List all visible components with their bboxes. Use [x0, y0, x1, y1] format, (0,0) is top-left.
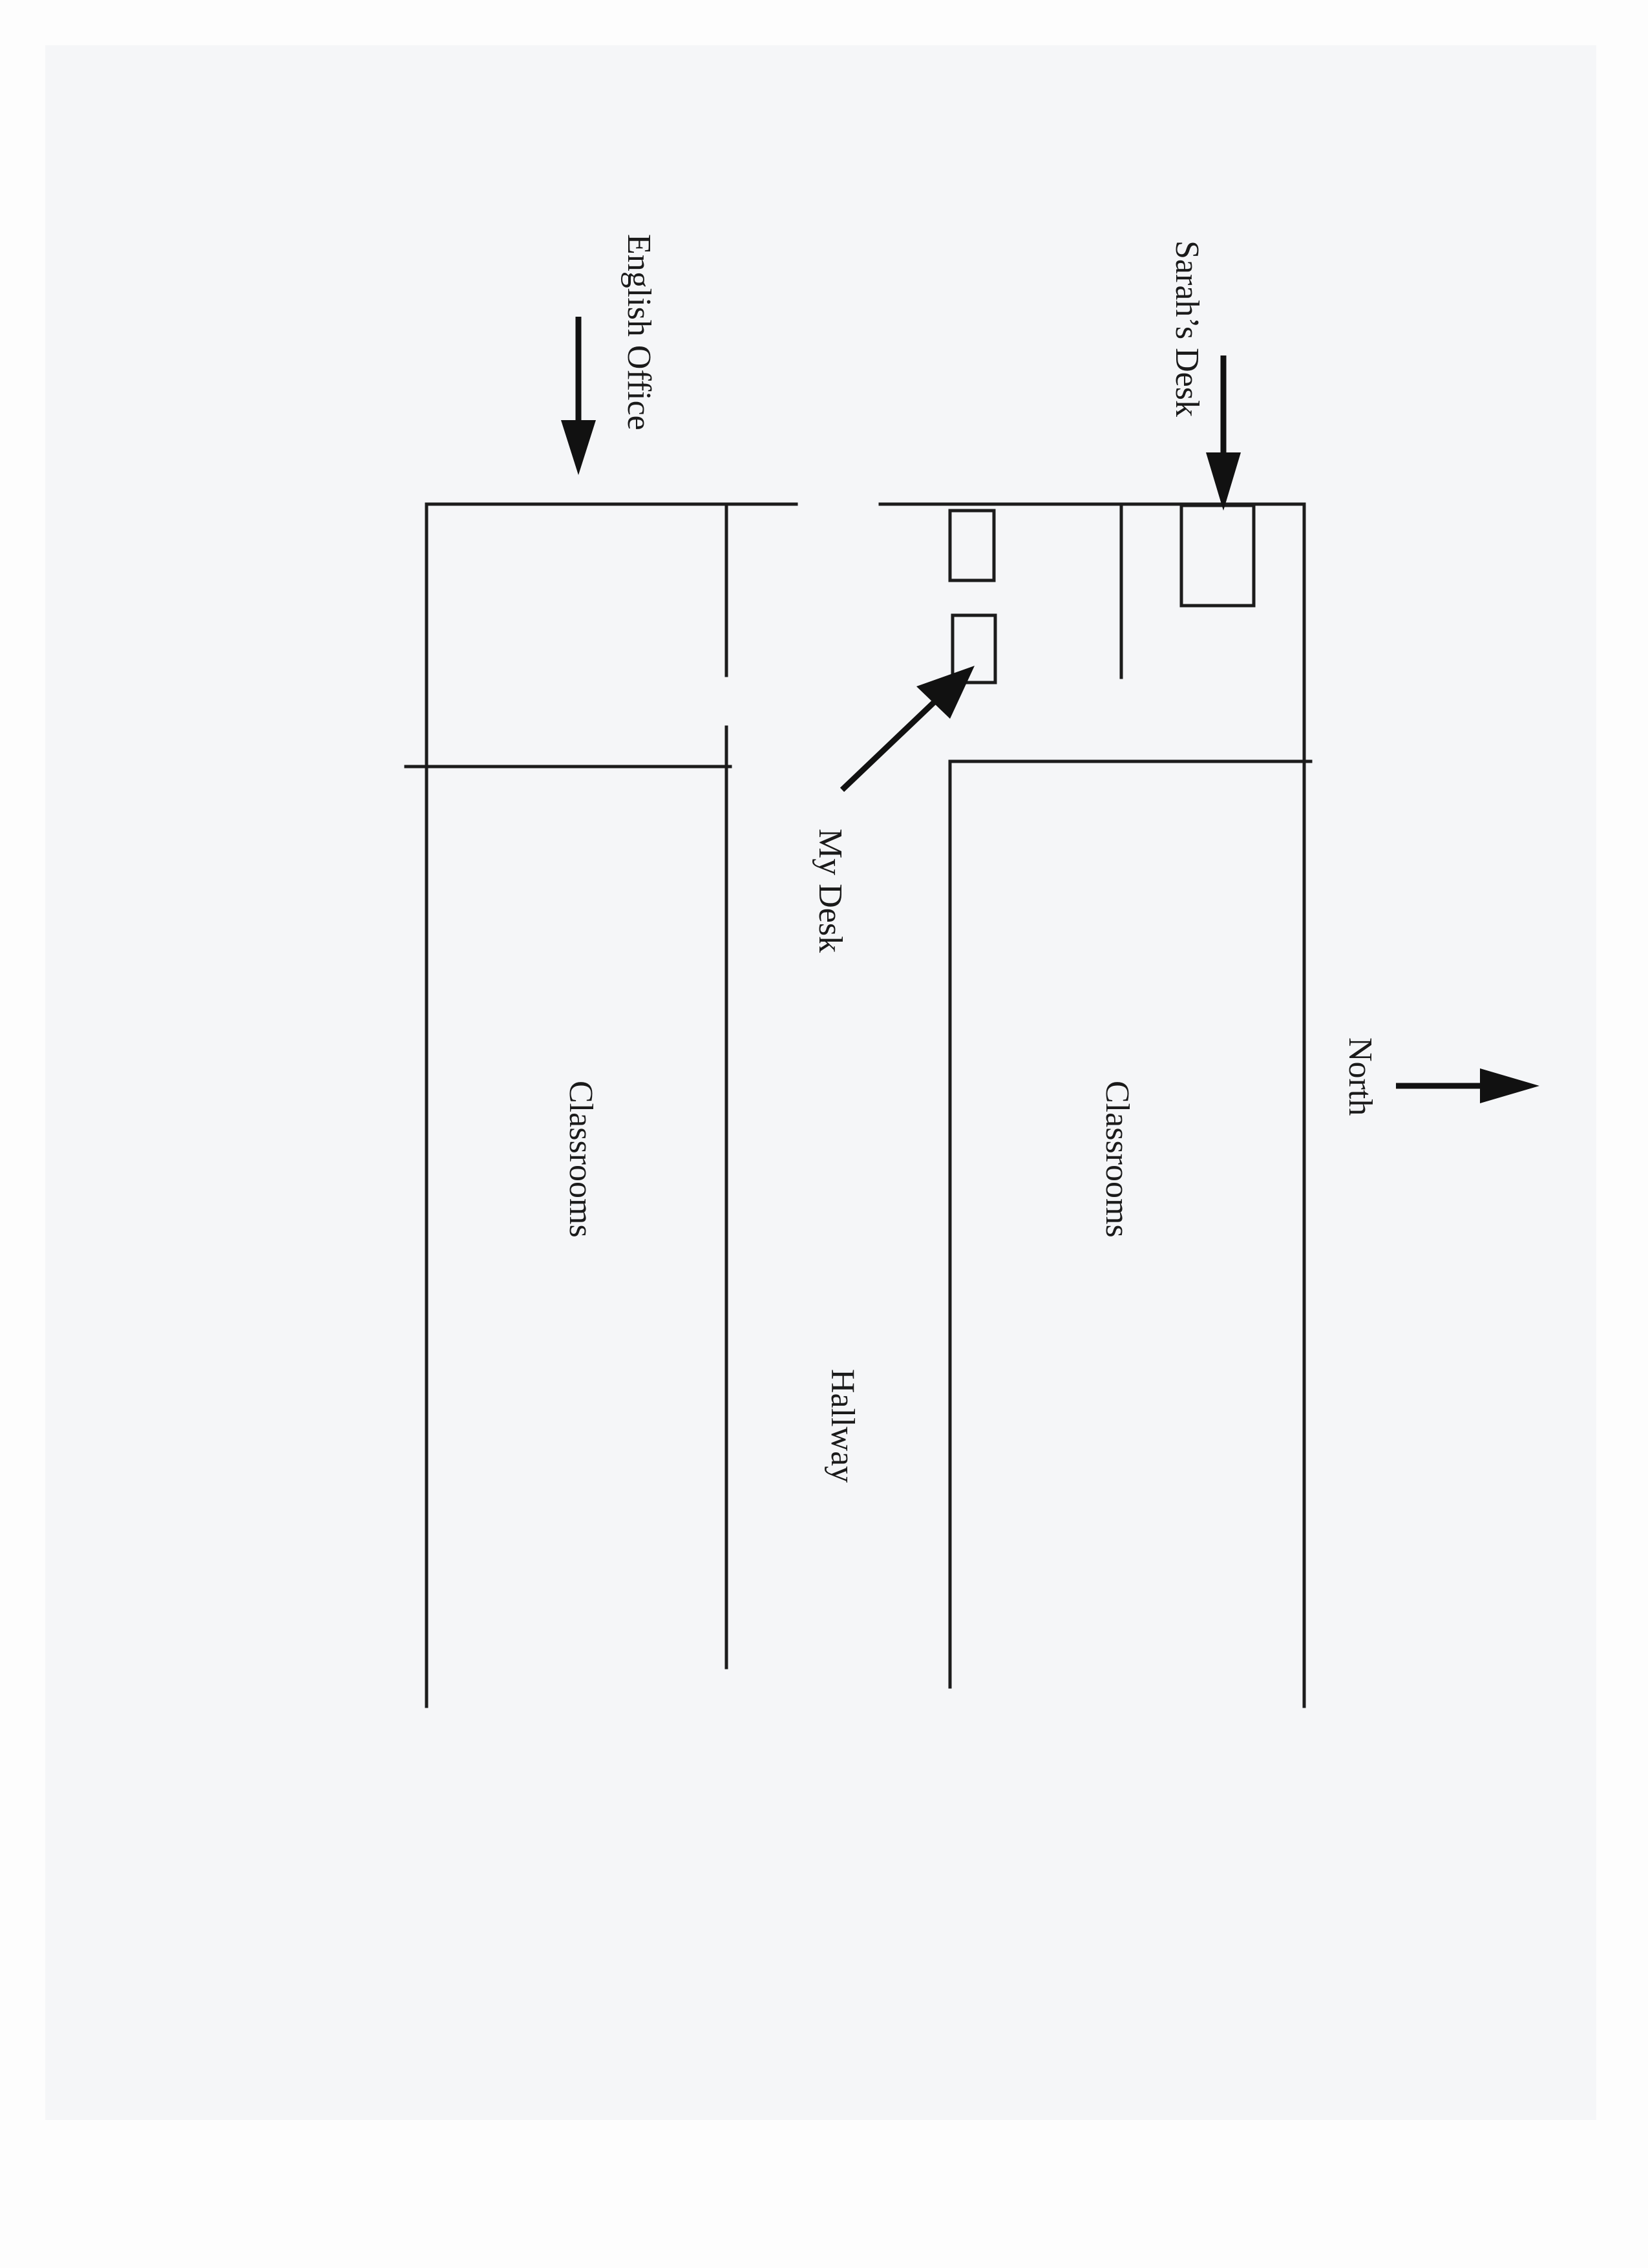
sarahs-desk-arrow: [1206, 355, 1241, 511]
north-arrow: [1396, 1068, 1539, 1103]
my-desk-shape-bottom: [951, 613, 997, 684]
classrooms-east-label: Classrooms: [1099, 1081, 1136, 1238]
hallway-label: Hallway: [824, 1369, 861, 1483]
sarahs-desk-shape: [1179, 503, 1256, 608]
english-office-label: English Office: [620, 234, 657, 430]
english-office-arrow: [561, 317, 596, 475]
paper-sheet: [45, 45, 1596, 2120]
my-desk-shape-top: [948, 509, 996, 582]
sarahs-desk-label: Sarah’s Desk: [1168, 240, 1205, 417]
north-label: North: [1342, 1037, 1379, 1116]
my-desk-arrow: [840, 666, 975, 792]
classrooms-west-label: Classrooms: [562, 1081, 599, 1238]
my-desk-label: My Desk: [812, 829, 849, 953]
